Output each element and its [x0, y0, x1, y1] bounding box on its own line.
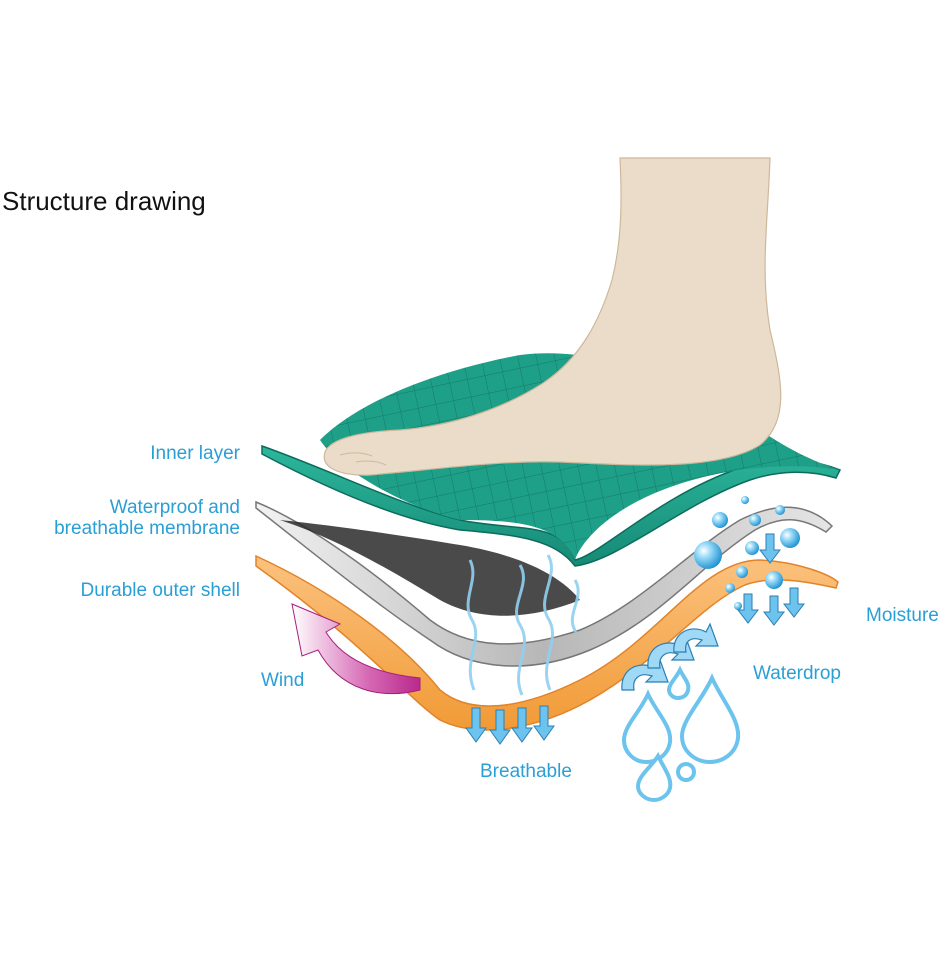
waterdrops	[621, 665, 741, 803]
waterdrop-medium	[621, 689, 673, 765]
label-membrane-line1: Waterproof and	[109, 497, 240, 518]
inner-layer	[261, 444, 842, 567]
bubble	[780, 528, 800, 548]
down-arrow-3	[511, 707, 533, 743]
bubble	[765, 571, 783, 589]
moisture-bubbles	[694, 496, 800, 610]
waterdrop-tiny	[666, 665, 691, 701]
label-inner-layer: Inner layer	[150, 443, 240, 464]
label-outer-shell: Durable outer shell	[80, 580, 240, 601]
waterdrop-curl-arrows	[621, 622, 719, 691]
waterdrop-small	[635, 751, 673, 803]
wave-3	[543, 554, 554, 691]
bubble	[712, 512, 728, 528]
down-arrow-4	[533, 705, 555, 741]
bubble	[775, 505, 785, 515]
waterdrop-large	[679, 673, 741, 765]
label-moisture: Moisture	[866, 605, 939, 626]
moisture-arrow-3	[762, 595, 786, 626]
label-membrane-line2: breathable membrane	[54, 518, 240, 539]
toe-lines	[339, 452, 387, 466]
label-waterdrop: Waterdrop	[753, 663, 841, 684]
waterdrop-dot	[676, 762, 696, 782]
bubble	[694, 541, 722, 569]
membrane-dark-underside	[280, 520, 580, 616]
bubble	[734, 602, 742, 610]
membrane-layer	[255, 500, 834, 667]
moisture-arrow-1	[758, 533, 782, 564]
bubble	[741, 496, 749, 504]
moisture-arrow-4	[782, 587, 806, 618]
foot	[323, 157, 782, 476]
moisture-arrows	[736, 533, 806, 626]
wind-arrow	[291, 603, 421, 695]
breathable-waves	[466, 554, 580, 696]
bubble	[749, 514, 761, 526]
bubble	[725, 583, 735, 593]
diagram-title: Structure drawing	[2, 186, 206, 216]
label-breathable: Breathable	[480, 761, 572, 782]
wave-1	[466, 559, 478, 691]
wave-4	[570, 579, 580, 633]
down-arrow-1	[465, 707, 487, 743]
moisture-arrow-2	[736, 593, 760, 624]
breathable-arrows	[465, 705, 555, 745]
curl-arrow-3	[673, 622, 719, 653]
wave-2	[515, 564, 526, 696]
label-wind: Wind	[261, 670, 305, 691]
down-arrow-2	[489, 709, 511, 745]
bubble	[736, 566, 748, 578]
bubble	[745, 541, 759, 555]
